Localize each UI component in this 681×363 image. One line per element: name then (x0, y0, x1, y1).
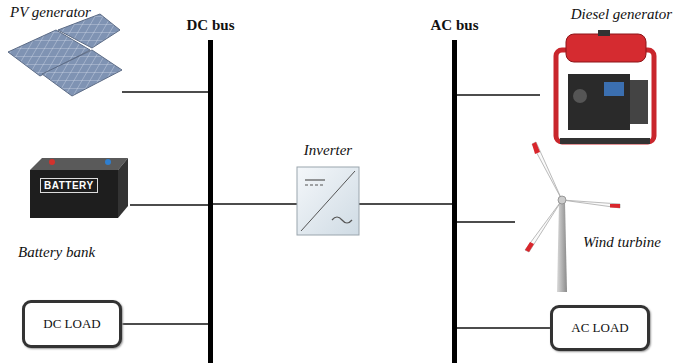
inverter-box (297, 167, 359, 235)
power-line (122, 323, 208, 325)
pv-panels (8, 14, 122, 96)
power-line (457, 94, 540, 96)
diesel-generator: Diesel generator (540, 6, 676, 152)
ac-load-box: AC LOAD (550, 305, 650, 351)
power-line (359, 203, 452, 205)
node-label: AC bus (431, 17, 479, 34)
node-label: AC LOAD (571, 321, 628, 335)
battery-picture (30, 158, 128, 218)
power-line (122, 91, 208, 93)
wind-turbine: Wind turbine (515, 142, 677, 302)
node-label: DC LOAD (43, 317, 100, 331)
node-label: BATTERY (40, 178, 98, 193)
ac-bus: AC bus (452, 40, 457, 363)
node-label: Diesel generator (571, 6, 672, 23)
inverter: Inverter (297, 142, 359, 236)
node-label: Inverter (304, 142, 352, 159)
node-label: Battery bank (18, 244, 95, 261)
diesel-generator-picture (556, 30, 654, 144)
dc-load-box: DC LOAD (22, 300, 122, 348)
battery-bank: BATTERY Battery bank (18, 140, 130, 264)
power-line (213, 203, 297, 205)
node-label: Wind turbine (583, 234, 661, 251)
wind-turbine-picture (525, 142, 620, 292)
node-label: PV generator (10, 4, 91, 21)
power-line (457, 221, 515, 223)
node-label: DC bus (187, 17, 235, 34)
power-line (457, 327, 550, 329)
power-line (130, 204, 208, 206)
dc-bus: DC bus (208, 40, 213, 363)
pv-generator: PV generator (4, 4, 122, 98)
